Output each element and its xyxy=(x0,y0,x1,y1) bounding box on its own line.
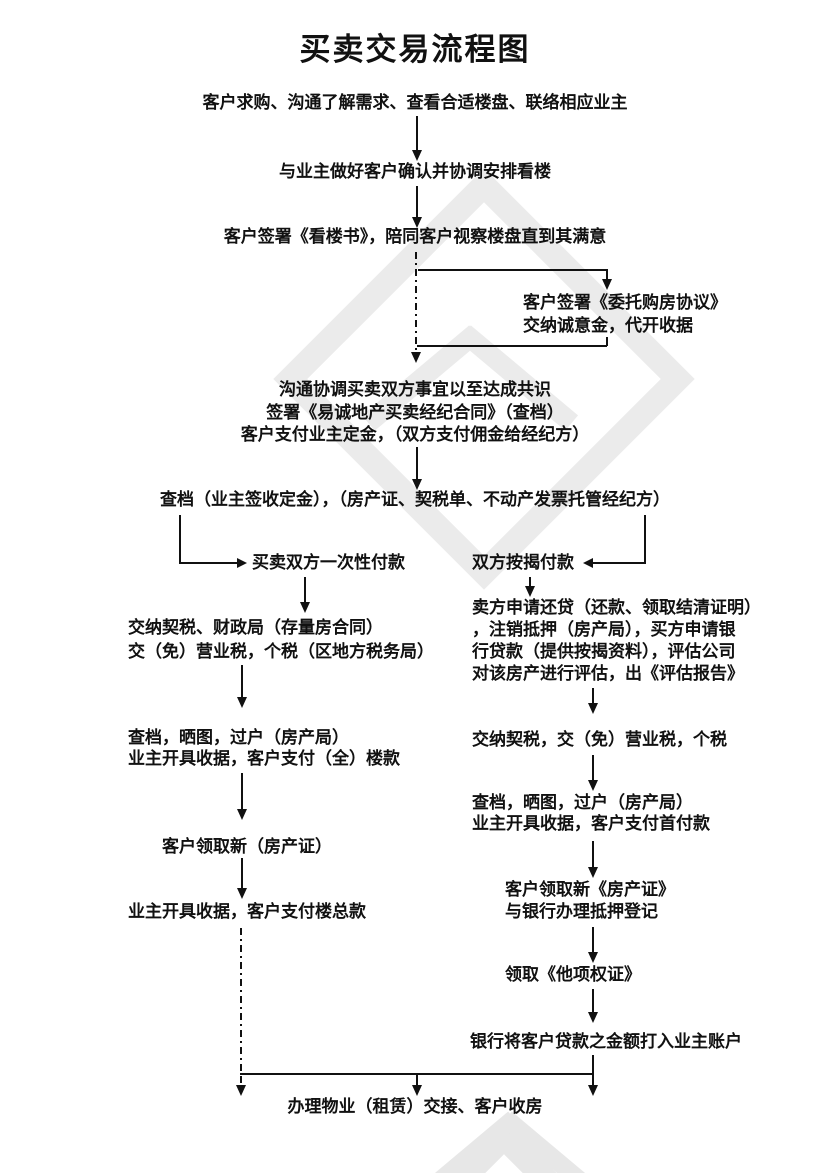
right-loan-step-line4: 对该房产进行评估，出《评估报告》 xyxy=(472,664,744,683)
arrow-down-icon xyxy=(525,586,535,597)
arrow-down-icon xyxy=(236,1085,246,1096)
branch-connector-line xyxy=(606,271,608,280)
connector-line xyxy=(592,688,594,705)
step-file-check: 查档（业主签收定金），（房产证、契税单、不动产发票托管经纪方） xyxy=(160,490,670,509)
split-right-line xyxy=(644,515,646,563)
right-transfer-step-line2: 业主开具收据，客户支付首付款 xyxy=(472,814,710,833)
arrow-down-icon xyxy=(237,809,247,820)
branch-return-line xyxy=(606,337,608,346)
branch-label-lump-sum: 买卖双方一次性付款 xyxy=(252,553,405,572)
arrow-down-icon xyxy=(237,697,247,708)
split-left-line xyxy=(179,562,237,564)
connector-line xyxy=(416,116,418,152)
arrow-left-icon xyxy=(583,558,593,568)
connector-line xyxy=(304,577,306,604)
arrow-down-icon xyxy=(588,703,598,714)
dashdot-connector-line xyxy=(240,1076,242,1086)
arrow-down-icon xyxy=(412,1085,422,1096)
connector-line xyxy=(241,773,243,811)
arrow-down-icon xyxy=(237,888,247,899)
right-loan-step-line1: 卖方申请还贷（还款、领取结清证明） xyxy=(472,598,761,617)
step-owner-confirm: 与业主做好客户确认并协调安排看楼 xyxy=(279,162,551,181)
connector-line xyxy=(592,1075,594,1086)
arrow-down-icon xyxy=(588,780,598,791)
connector-line xyxy=(241,665,243,698)
arrow-down-icon xyxy=(412,150,422,161)
step-negotiation-line3: 客户支付业主定金，（双方支付佣金给经纪方） xyxy=(240,425,590,444)
connector-line xyxy=(592,1055,594,1074)
arrow-down-icon xyxy=(588,867,598,878)
arrow-down-icon xyxy=(412,479,422,490)
connector-line xyxy=(416,186,418,219)
branch-label-mortgage: 双方按揭付款 xyxy=(472,553,574,572)
junction-line xyxy=(240,1073,594,1075)
left-tax-step-line2: 交（免）营业税，个税（区地方税务局） xyxy=(128,642,434,661)
dashdot-connector-line xyxy=(415,252,417,352)
left-transfer-step-line1: 查档，晒图，过户（房产局） xyxy=(128,728,349,747)
left-tax-step-line1: 交纳契税、财政局（存量房合同） xyxy=(128,618,383,637)
right-other-rights-step: 领取《他项权证》 xyxy=(505,965,641,984)
page-title: 买卖交易流程图 xyxy=(299,32,531,67)
dashdot-connector-line xyxy=(240,928,242,1073)
side-note-entrust-agreement: 客户签署《委托购房协议》 xyxy=(523,293,727,312)
arrow-down-icon xyxy=(602,279,612,290)
right-loan-step-line3: 行贷款（提供按揭资料），评估公司 xyxy=(472,642,736,661)
step-negotiation-line2: 签署《易诚地产买卖经纪合同》（查档） xyxy=(266,403,564,422)
arrow-down-icon xyxy=(300,602,310,613)
branch-return-line xyxy=(417,345,607,347)
right-loan-step-line2: ，注销抵押（房产局），买方申请银 xyxy=(472,620,736,639)
left-transfer-step-line2: 业主开具收据，客户支付（全）楼款 xyxy=(128,749,400,768)
connector-line xyxy=(592,841,594,868)
step-viewing-book: 客户签署《看楼书》，陪同客户视察楼盘直到其满意 xyxy=(223,227,607,246)
connector-line xyxy=(241,858,243,889)
arrow-down-icon xyxy=(411,352,421,363)
right-transfer-step-line1: 查档，晒图，过户（房产局） xyxy=(472,793,693,812)
arrow-down-icon xyxy=(588,1012,598,1023)
step-customer-inquiry: 客户求购、沟通了解需求、查看合适楼盘、联络相应业主 xyxy=(202,93,628,112)
arrow-right-icon xyxy=(237,558,247,568)
left-new-cert-step: 客户领取新（房产证） xyxy=(162,837,332,856)
connector-line xyxy=(529,577,531,588)
arrow-down-icon xyxy=(588,1085,598,1096)
connector-line xyxy=(416,1075,418,1086)
right-cert-mortgage-step-line2: 与银行办理抵押登记 xyxy=(505,902,658,921)
branch-connector-line xyxy=(418,269,608,271)
left-final-payment-step: 业主开具收据，客户支付楼总款 xyxy=(128,902,366,921)
final-step-handover: 办理物业（租赁）交接、客户收房 xyxy=(287,1097,543,1116)
step-negotiation-line1: 沟通协调买卖双方事宜以至达成共识 xyxy=(279,380,551,399)
arrow-down-icon xyxy=(588,952,598,963)
right-bank-transfer-step: 银行将客户贷款之金额打入业主账户 xyxy=(470,1032,742,1051)
side-note-deposit: 交纳诚意金，代开收据 xyxy=(523,316,693,335)
split-left-line xyxy=(179,515,181,563)
arrow-down-icon xyxy=(412,217,422,228)
connector-line xyxy=(592,989,594,1013)
connector-line xyxy=(592,755,594,781)
split-right-line xyxy=(593,562,646,564)
right-tax-step: 交纳契税，交（免）营业税，个税 xyxy=(472,730,727,749)
connector-line xyxy=(416,447,418,479)
right-cert-mortgage-step-line1: 客户领取新《房产证》 xyxy=(505,880,675,899)
connector-line xyxy=(592,927,594,953)
